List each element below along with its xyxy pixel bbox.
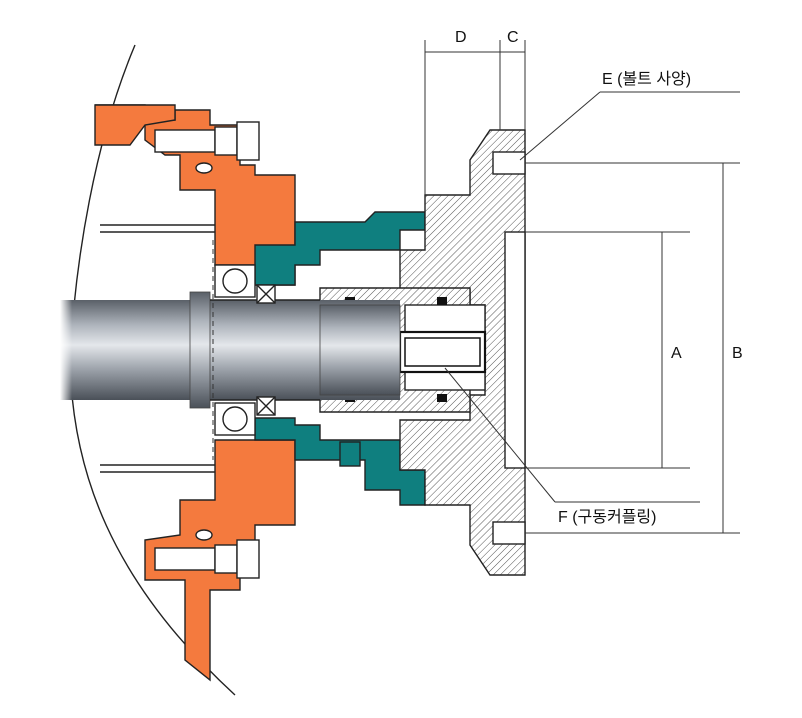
bearing-ball-lower — [222, 406, 248, 432]
shaft-stub — [319, 304, 401, 396]
shaft-end-fade — [60, 300, 72, 400]
bolt-hole-lower — [492, 521, 526, 545]
washer-upper — [195, 162, 213, 174]
bolt-upper-head — [214, 126, 238, 156]
lip-seal-upper-x — [256, 284, 276, 304]
shaft-collar — [189, 291, 211, 409]
bolt-lower-head — [214, 544, 238, 574]
label-a: A — [671, 345, 682, 362]
leader-f — [444, 367, 556, 503]
oring-lower-right — [437, 394, 447, 402]
label-b: B — [732, 345, 743, 362]
flange-bore — [504, 231, 526, 469]
bolt-hole-upper — [492, 151, 526, 175]
label-f: F (구동커플링) — [558, 508, 656, 526]
bearing-ball-upper — [222, 268, 248, 294]
drive-coupling-inner — [404, 337, 481, 367]
upper-seal — [254, 211, 426, 286]
washer-lower — [195, 529, 213, 541]
bolt-lower-shank — [154, 547, 216, 571]
label-d: D — [455, 29, 467, 46]
lower-seal-key — [339, 441, 361, 467]
leader-e — [519, 91, 601, 161]
bolt-upper-cap — [236, 121, 260, 161]
bolt-upper-shank — [154, 129, 216, 153]
oring-upper-right — [437, 297, 447, 305]
label-c: C — [507, 29, 519, 46]
label-e: E (볼트 사양) — [602, 70, 691, 88]
upper-housing-wing — [94, 104, 176, 146]
lip-seal-lower-x — [256, 396, 276, 416]
bolt-lower-cap — [236, 539, 260, 579]
